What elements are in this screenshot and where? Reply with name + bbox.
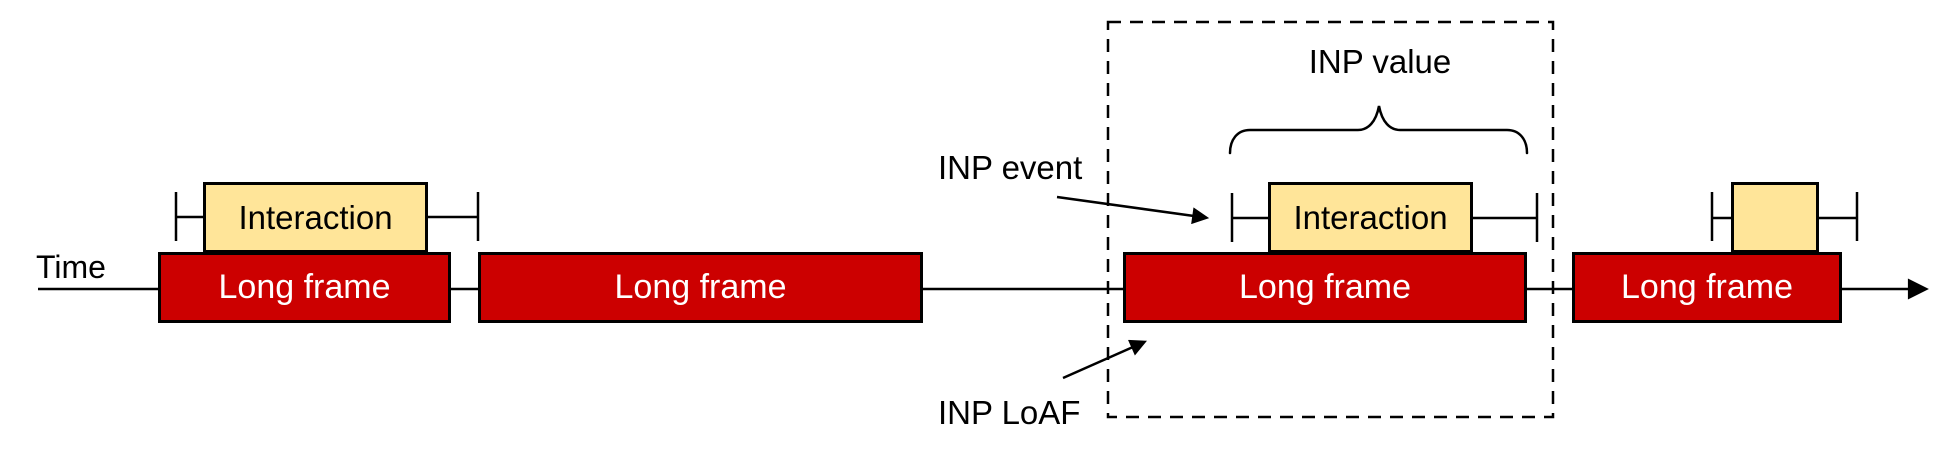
interaction-box-3 xyxy=(1731,182,1819,253)
inp-value-label: INP value xyxy=(1308,43,1452,80)
long-frame-2-label: Long frame xyxy=(614,268,787,306)
interaction-1-label: Interaction xyxy=(238,198,393,236)
long-frame-box-1: Long frame xyxy=(158,252,451,323)
time-axis-label: Time xyxy=(36,249,106,285)
inp-loaf-arrow-icon xyxy=(1062,339,1147,380)
long-frame-box-2: Long frame xyxy=(478,252,923,323)
interaction-3-range-ticks xyxy=(1710,192,1859,241)
interaction-2-label: Interaction xyxy=(1293,198,1448,236)
interaction-box-2: Interaction xyxy=(1268,182,1473,253)
long-frame-box-3: Long frame xyxy=(1123,252,1527,323)
inp-value-brace-icon xyxy=(1228,105,1529,155)
interaction-1-range-ticks xyxy=(174,192,480,241)
long-frame-4-label: Long frame xyxy=(1621,268,1793,306)
interaction-box-1: Interaction xyxy=(203,182,428,253)
interaction-2-range-ticks xyxy=(1230,193,1539,242)
inp-loaf-region-outline xyxy=(1106,20,1555,419)
inp-event-arrow-icon xyxy=(1056,195,1210,225)
long-frame-1-label: Long frame xyxy=(218,268,391,306)
inp-loaf-label: INP LoAF xyxy=(938,394,1081,431)
long-frame-box-4: Long frame xyxy=(1572,252,1842,323)
long-frame-3-label: Long frame xyxy=(1239,268,1411,306)
inp-event-label: INP event xyxy=(938,149,1083,186)
